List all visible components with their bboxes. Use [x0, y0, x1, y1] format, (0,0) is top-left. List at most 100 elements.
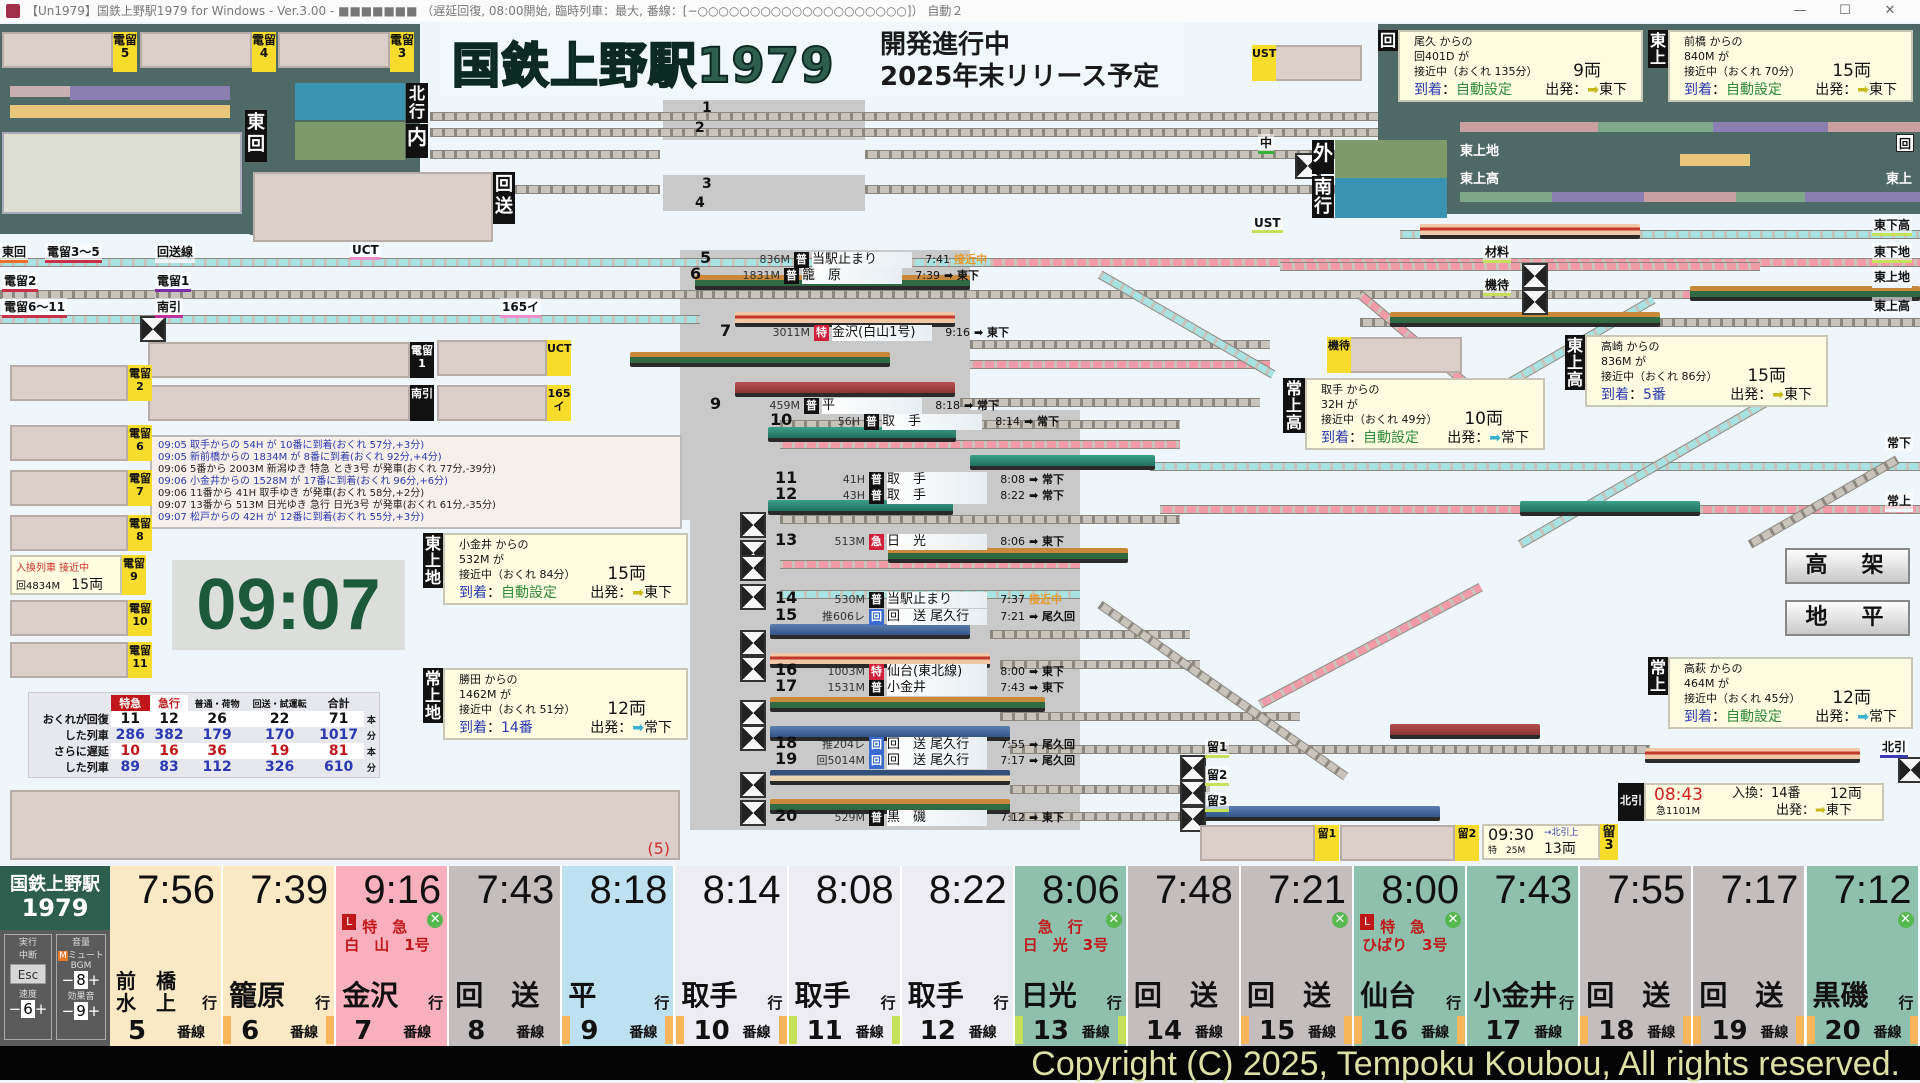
- signal-switch-icon[interactable]: [740, 725, 766, 751]
- bgm-increase-button[interactable]: +: [87, 971, 101, 989]
- ryu3-departure-box[interactable]: 09:30 →北引上 特 25M 13両: [1482, 824, 1600, 860]
- yard-box[interactable]: [10, 600, 128, 636]
- yard-box[interactable]: [2, 32, 113, 68]
- yard-box[interactable]: [278, 32, 390, 68]
- se-stepper[interactable]: −9+: [57, 1002, 105, 1020]
- yard-box-large[interactable]: [2, 132, 242, 214]
- train[interactable]: [888, 548, 1128, 563]
- signal-switch-icon[interactable]: [740, 800, 766, 826]
- train[interactable]: [1520, 501, 1700, 516]
- kitabiki-departure-box[interactable]: 08:43 急1101M 入換：14番 12両 出発：➡東下: [1644, 783, 1884, 821]
- signal-switch-icon[interactable]: [740, 584, 766, 610]
- departure-setting[interactable]: 出発：➡常下: [590, 720, 672, 736]
- train[interactable]: [768, 427, 956, 442]
- yard-box[interactable]: [10, 515, 128, 551]
- se-decrease-button[interactable]: −: [61, 1002, 75, 1020]
- yard-box[interactable]: [437, 340, 547, 376]
- departure-setting[interactable]: 出発：➡東下: [1815, 82, 1897, 98]
- arrival-setting[interactable]: 到着：自動設定: [1414, 82, 1512, 98]
- signal-switch-icon[interactable]: [740, 656, 766, 682]
- signal-switch-icon[interactable]: [1522, 289, 1548, 315]
- train[interactable]: [970, 455, 1155, 470]
- arrival-setting[interactable]: 到着：14番: [459, 720, 533, 736]
- maximize-button[interactable]: ☐: [1839, 3, 1851, 18]
- train[interactable]: [1200, 806, 1440, 821]
- yard-box[interactable]: [1200, 825, 1315, 861]
- mute-toggle[interactable]: Mミュート: [57, 948, 105, 961]
- departure-setting[interactable]: 出発：➡東下: [1730, 387, 1812, 403]
- arrival-setting[interactable]: 到着：自動設定: [1684, 709, 1782, 725]
- ground-view-button[interactable]: 地 平: [1785, 600, 1910, 636]
- yard-box[interactable]: [148, 342, 410, 378]
- speed-stepper[interactable]: −6+: [5, 1000, 51, 1018]
- yard-box[interactable]: [1340, 825, 1455, 861]
- se-increase-button[interactable]: +: [87, 1002, 101, 1020]
- close-button[interactable]: ✕: [1884, 3, 1896, 18]
- departure-setting[interactable]: 出発：➡常下: [1447, 430, 1529, 446]
- signal-switch-icon[interactable]: [740, 772, 766, 798]
- yard-box[interactable]: [148, 385, 410, 421]
- esc-pause-button[interactable]: Esc: [10, 964, 46, 984]
- bgm-decrease-button[interactable]: −: [61, 971, 75, 989]
- train[interactable]: [735, 382, 955, 397]
- train[interactable]: [770, 697, 1045, 712]
- departure-setting[interactable]: 出発：➡東下: [1545, 82, 1627, 98]
- train[interactable]: [770, 770, 1010, 785]
- yard-box[interactable]: [10, 470, 128, 506]
- train[interactable]: [770, 624, 970, 639]
- yard-box[interactable]: [437, 385, 547, 421]
- arrival-setting[interactable]: 到着：自動設定: [1684, 82, 1782, 98]
- signal-switch-icon[interactable]: [140, 316, 166, 342]
- yard-box[interactable]: [10, 365, 128, 401]
- signal-switch-icon[interactable]: [740, 700, 766, 726]
- signal-switch-icon[interactable]: [1180, 755, 1206, 781]
- approaching-train-box[interactable]: 尾久 からの回401D が接近中（おくれ 135分）9両到着：自動設定出発：➡東…: [1398, 30, 1643, 102]
- train[interactable]: [1420, 224, 1640, 239]
- speed-increase-button[interactable]: +: [34, 1000, 48, 1018]
- train[interactable]: [1645, 748, 1860, 763]
- arrival-setting[interactable]: 到着：自動設定: [459, 585, 557, 601]
- departure-setting[interactable]: 出発：➡常下: [1815, 709, 1897, 725]
- yard-box[interactable]: [10, 425, 128, 461]
- signal-switch-icon[interactable]: [1522, 263, 1548, 289]
- minimize-button[interactable]: —: [1793, 3, 1807, 18]
- train[interactable]: [630, 352, 890, 367]
- signal-switch-icon[interactable]: [740, 630, 766, 656]
- signal-switch-icon[interactable]: [1180, 780, 1206, 806]
- yard-box[interactable]: [10, 642, 128, 678]
- bgm-stepper[interactable]: −8+: [57, 971, 105, 989]
